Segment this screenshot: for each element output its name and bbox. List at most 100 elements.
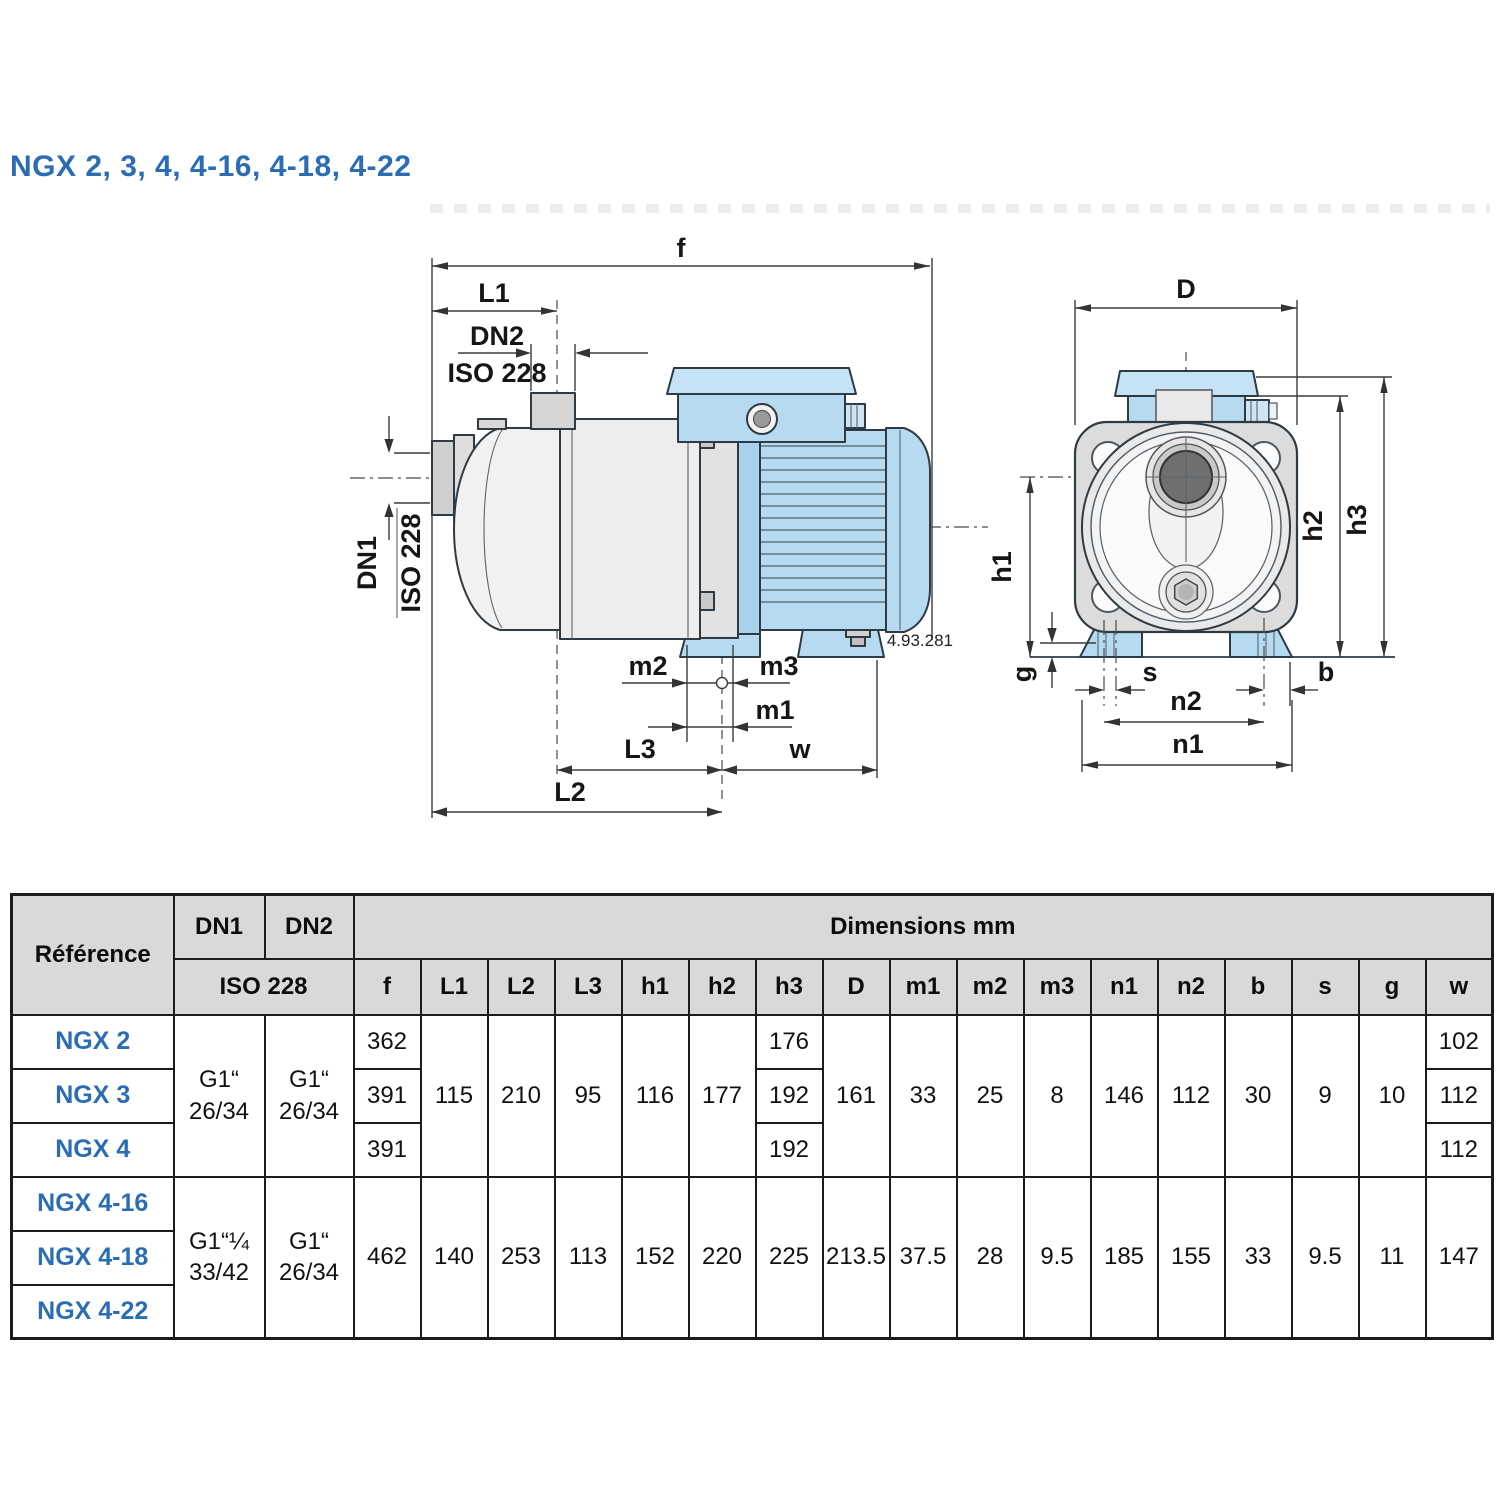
value-b: 30 xyxy=(1223,1013,1293,1178)
fan-cover xyxy=(885,427,931,633)
table-row-ngx4-22: NGX 4-22 xyxy=(10,1283,1493,1340)
header-col-d: D xyxy=(821,957,891,1016)
header-col-m1: m1 xyxy=(888,957,958,1016)
table-row-ngx3: NGX 3 391 192 112 xyxy=(10,1067,1494,1124)
value-m3: 8 xyxy=(1022,1013,1092,1178)
dim-label-m3: m3 xyxy=(759,651,798,681)
value-l2: 210 xyxy=(486,1013,556,1178)
header-col-b: b xyxy=(1223,957,1293,1016)
dim-label-iso228-left: ISO 228 xyxy=(396,513,426,612)
dimensions-table: Référence DN1 DN2 Dimensions mm ISO 228 … xyxy=(10,893,1495,1340)
value-l3: 113 xyxy=(553,1175,623,1340)
header-col-w: w xyxy=(1424,957,1494,1016)
dim-label-g: g xyxy=(1007,666,1037,683)
value-h1: 116 xyxy=(620,1013,690,1178)
reference-cell: NGX 3 xyxy=(10,1067,175,1124)
header-col-n1: n1 xyxy=(1089,957,1159,1016)
dim-label-d: D xyxy=(1176,274,1196,304)
value-h3: 192 xyxy=(754,1121,824,1178)
header-dn1: DN1 xyxy=(172,893,266,960)
header-dn2: DN2 xyxy=(263,893,355,960)
header-col-f: f xyxy=(352,957,422,1016)
reference-cell: NGX 4 xyxy=(10,1121,175,1178)
value-h3: 176 xyxy=(754,1013,824,1070)
dim-label-m2: m2 xyxy=(628,651,667,681)
dim-label-l3: L3 xyxy=(624,734,656,764)
header-col-h3: h3 xyxy=(754,957,824,1016)
header-col-l1: L1 xyxy=(419,957,489,1016)
table-row-ngx2: NGX 2 G1“ 26/34 G1“ 26/34 362 115 210 95… xyxy=(10,1013,1494,1178)
value-w: 102 xyxy=(1424,1013,1494,1070)
header-col-l3: L3 xyxy=(553,957,623,1016)
pump-side-view: f L1 DN2 ISO 228 DN1 ISO 228 xyxy=(350,233,988,818)
value-w: 112 xyxy=(1424,1121,1494,1178)
value-m3: 9.5 xyxy=(1022,1175,1092,1340)
pump-body xyxy=(453,427,561,631)
dim-label-s: s xyxy=(1142,657,1157,687)
discharge-port xyxy=(530,392,576,430)
reference-cell: NGX 4-16 xyxy=(10,1175,175,1232)
value-n1: 185 xyxy=(1089,1175,1159,1340)
suction-port xyxy=(431,440,455,516)
header-col-s: s xyxy=(1290,957,1360,1016)
table-row-ngx4-16: NGX 4-16 G1“¼ 33/42 G1“ 26/34 462 140 25… xyxy=(10,1175,1494,1340)
pump-front-view: D xyxy=(987,274,1395,772)
value-s: 9 xyxy=(1290,1013,1360,1178)
dim-label-l1: L1 xyxy=(478,278,510,308)
header-col-h1: h1 xyxy=(620,957,690,1016)
value-n2: 112 xyxy=(1156,1013,1226,1178)
value-h3: 192 xyxy=(754,1067,824,1124)
dim-label-h2: h2 xyxy=(1298,510,1328,542)
value-w: 147 xyxy=(1424,1175,1494,1340)
header-col-h2: h2 xyxy=(687,957,757,1016)
dn2-cell-group1: G1“ 26/34 xyxy=(263,1013,355,1178)
dim-label-h3: h3 xyxy=(1342,504,1372,536)
header-iso228: ISO 228 xyxy=(172,957,355,1016)
drawing-code: 4.93.281 xyxy=(887,631,953,650)
value-l1: 115 xyxy=(419,1013,489,1178)
table-row-ngx4: NGX 4 391 192 112 xyxy=(10,1121,1494,1178)
value-g: 10 xyxy=(1357,1013,1427,1178)
value-s: 9.5 xyxy=(1290,1175,1360,1340)
dim-label-n1: n1 xyxy=(1172,729,1204,759)
value-f: 462 xyxy=(352,1175,422,1340)
dim-label-iso228-top: ISO 228 xyxy=(447,358,546,388)
scan-artifact xyxy=(430,204,1490,213)
dim-label-w: w xyxy=(788,734,811,764)
value-m2: 25 xyxy=(955,1013,1025,1178)
technical-drawing: f L1 DN2 ISO 228 DN1 ISO 228 xyxy=(350,233,1395,818)
value-l3: 95 xyxy=(553,1013,623,1178)
value-h2: 220 xyxy=(687,1175,757,1340)
value-l1: 140 xyxy=(419,1175,489,1340)
reference-cell: NGX 4-18 xyxy=(10,1229,175,1286)
value-f: 391 xyxy=(352,1067,422,1124)
value-f: 362 xyxy=(352,1013,422,1070)
value-d: 213.5 xyxy=(821,1175,891,1340)
header-col-n2: n2 xyxy=(1156,957,1226,1016)
dn1-cell-group2: G1“¼ 33/42 xyxy=(172,1175,266,1340)
header-reference: Référence xyxy=(10,893,175,1016)
terminal-box-lid xyxy=(666,367,857,395)
value-m1: 33 xyxy=(888,1013,958,1178)
value-w: 112 xyxy=(1424,1067,1494,1124)
header-col-g: g xyxy=(1357,957,1427,1016)
header-col-l2: L2 xyxy=(486,957,556,1016)
dim-label-dn2: DN2 xyxy=(470,321,524,351)
header-col-m3: m3 xyxy=(1022,957,1092,1016)
motor-fins xyxy=(760,445,886,603)
reference-cell: NGX 4-22 xyxy=(10,1283,175,1340)
value-m2: 28 xyxy=(955,1175,1025,1340)
reference-cell: NGX 2 xyxy=(10,1013,175,1070)
value-n1: 146 xyxy=(1089,1013,1159,1178)
header-col-m2: m2 xyxy=(955,957,1025,1016)
dim-label-h1: h1 xyxy=(987,551,1017,583)
dn1-cell-group1: G1“ 26/34 xyxy=(172,1013,266,1178)
value-l2: 253 xyxy=(486,1175,556,1340)
value-h1: 152 xyxy=(620,1175,690,1340)
page-title: NGX 2, 3, 4, 4-16, 4-18, 4-22 xyxy=(10,150,412,183)
value-b: 33 xyxy=(1223,1175,1293,1340)
header-dimensions-mm: Dimensions mm xyxy=(352,893,1494,960)
pump-stage-casing xyxy=(559,418,701,640)
dim-label-n2: n2 xyxy=(1170,686,1202,716)
